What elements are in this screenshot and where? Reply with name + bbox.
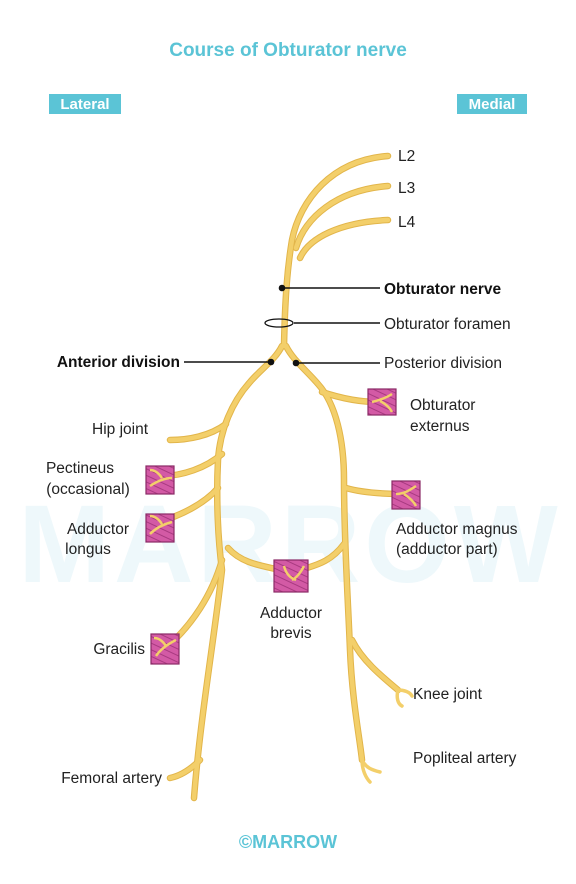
obturator-foramen-ring <box>264 318 294 328</box>
copyright-mark: ©MARROW <box>239 832 337 852</box>
root-l2: L2 <box>398 148 415 165</box>
lateral-tag: Lateral <box>49 94 121 114</box>
pectineus-label-line2: (occasional) <box>46 481 130 498</box>
root-l4: L4 <box>398 214 416 231</box>
root-l3: L3 <box>398 180 415 197</box>
medial-tag: Medial <box>457 94 527 114</box>
muscle-adductor-longus <box>145 513 175 543</box>
leader-lines <box>184 287 380 364</box>
muscle-gracilis <box>150 633 180 665</box>
muscle-pectineus <box>145 465 175 495</box>
adductor-longus-label-line1: Adductor <box>67 521 129 538</box>
popliteal-artery-label: Popliteal artery <box>413 750 517 767</box>
knee-joint-label: Knee joint <box>413 686 483 703</box>
obturator-foramen-label: Obturator foramen <box>384 316 511 333</box>
lateral-label: Lateral <box>60 96 109 113</box>
medial-label: Medial <box>469 96 516 113</box>
leader-dots <box>267 284 300 367</box>
muscle-obturator-externus <box>367 388 397 416</box>
adductor-brevis-label-line1: Adductor <box>260 605 322 622</box>
muscle-adductor-brevis <box>273 559 309 593</box>
gracilis-label: Gracilis <box>93 641 145 658</box>
adductor-longus-label-line2: longus <box>65 541 111 558</box>
page-title: Course of Obturator nerve <box>169 40 407 61</box>
hip-joint-label: Hip joint <box>92 421 149 438</box>
femoral-artery-label: Femoral artery <box>61 770 162 787</box>
muscle-adductor-magnus <box>391 480 421 510</box>
nerve-tree <box>154 152 414 802</box>
adductor-brevis-label-line2: brevis <box>270 625 312 642</box>
obturator-externus-label-line2: externus <box>410 418 470 435</box>
obturator-nerve-label: Obturator nerve <box>384 281 502 298</box>
posterior-division-label: Posterior division <box>384 355 502 372</box>
obturator-externus-label-line1: Obturator <box>410 397 475 414</box>
anterior-division-label: Anterior division <box>57 354 180 371</box>
pectineus-label-line1: Pectineus <box>46 460 114 477</box>
adductor-magnus-label-line2: (adductor part) <box>396 541 498 558</box>
adductor-magnus-label-line1: Adductor magnus <box>396 521 518 538</box>
